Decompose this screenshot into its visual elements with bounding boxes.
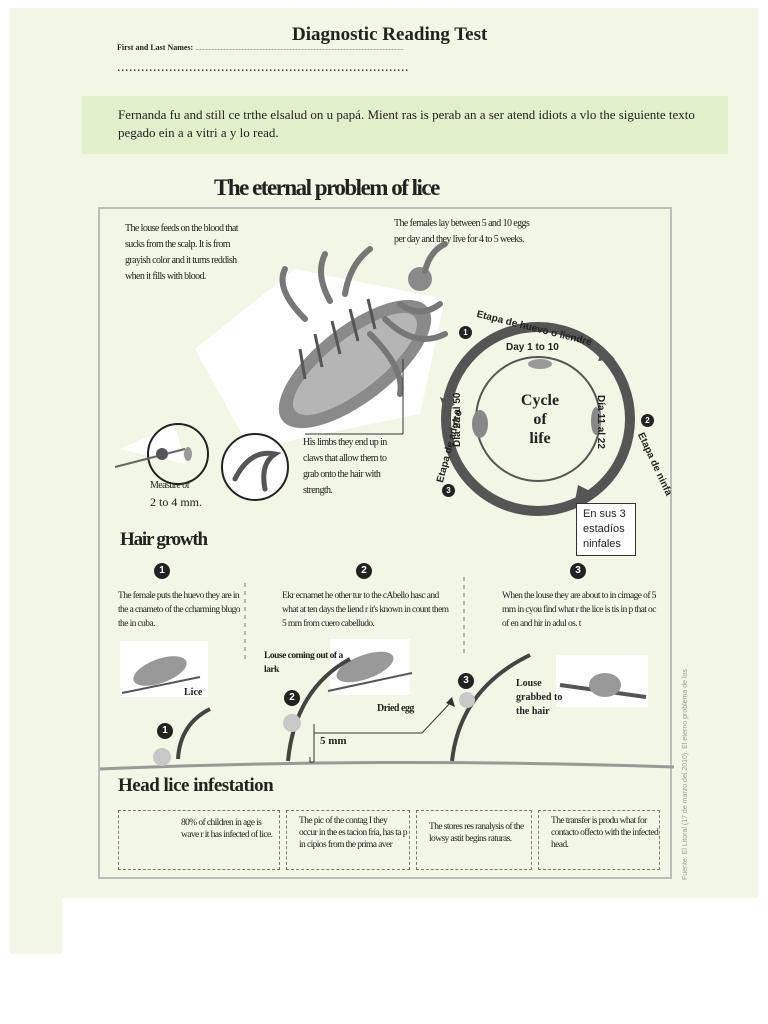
infographic-poster: The louse feeds on the blood that sucks … [98, 207, 674, 879]
fact3-text: The stores res ranalysis of the lowsy as… [429, 822, 524, 844]
infestation-fact-1: 80% of children in age is wave r it has … [118, 810, 280, 870]
fact4-text: The transfer is produ what for contacto … [551, 816, 659, 850]
intro-text: Fernanda fu and still ce trthe elsalud o… [118, 107, 695, 140]
fact1-text: 80% of children in age is wave r it has … [181, 818, 273, 840]
louse-grabbed-label: Louse grabbed to the hair [516, 678, 563, 717]
name-label: First and Last Names: [117, 43, 194, 52]
cycle-day-top: Day 1 to 10 [506, 342, 559, 353]
col3-number: 3 [570, 563, 586, 579]
measure-label: Measure of [150, 480, 190, 491]
limbs-text: His limbs they end up in claws that allo… [303, 437, 387, 496]
stage-marker-1: 1 [157, 723, 173, 739]
name-dotted-line[interactable]: ........................................… [117, 60, 409, 75]
name-field[interactable]: First and Last Names: ..................… [117, 43, 404, 52]
life-word: life [529, 430, 551, 447]
name-dots: ........................................… [195, 46, 404, 52]
pin-scale-icon [114, 423, 209, 485]
claw-icon [221, 433, 289, 501]
of-word: of [533, 411, 547, 428]
nymph-line-2: estadíos [583, 523, 625, 535]
poster-title: The eternal problem of lice [214, 175, 440, 200]
infestation-fact-4: The transfer is produ what for contacto … [538, 810, 660, 870]
stage-marker-2: 2 [284, 690, 300, 706]
cycle-center-label: Cycle of life [510, 391, 570, 448]
infestation-fact-3: The stores res ranalysis of the lowsy as… [416, 810, 532, 870]
life-cycle-diagram [440, 322, 635, 516]
page-margin [62, 898, 768, 1024]
measure-value: 2 to 4 mm. [150, 495, 203, 509]
col2-number: 2 [356, 563, 372, 579]
nymph-line-3: ninfales [583, 538, 621, 550]
louse-icon [195, 241, 448, 449]
cycle-day-right: Día 11 al 22 [595, 395, 606, 449]
hair-growth-heading: Hair growth [120, 529, 208, 550]
lice-label: Lice [184, 687, 203, 698]
nymph-stages-box: En sus 3 estadíos ninfales [576, 503, 636, 556]
source-credit: Fuente: El Litoral (17 de marzo del 2010… [682, 669, 689, 880]
col1-text: The female puts the huevo they are in th… [118, 591, 241, 629]
stage3-badge: 3 [442, 484, 455, 497]
louse-coming-out-label: Louse coming out of a lark [264, 651, 343, 675]
five-mm-label: 5 mm [320, 735, 347, 747]
infestation-heading: Head lice infestation [118, 775, 274, 796]
col2-text: Ekr ecnamet he other tur to the cAbello … [282, 591, 449, 629]
louse-feeds-text: The louse feeds on the blood that sucks … [125, 223, 239, 282]
stage2-badge: 2 [641, 414, 654, 427]
infestation-fact-2: The pic of the contag I they occur in th… [286, 810, 410, 870]
intro-band: Fernanda fu and still ce trthe elsalud o… [82, 96, 728, 154]
stage-marker-3: 3 [458, 673, 474, 689]
col1-number: 1 [154, 563, 170, 579]
nymph-line-1: En sus 3 [583, 508, 626, 520]
col3-text: When the louse they are about to in cima… [502, 591, 656, 629]
dried-egg-label: Dried egg [377, 703, 414, 714]
hair-growth-diagram [100, 577, 674, 771]
cycle-word: Cycle [520, 392, 560, 409]
stage1-badge: 1 [459, 326, 472, 339]
females-lay-text: The females lay between 5 and 10 eggs pe… [394, 218, 530, 245]
page-title: Diagnostic Reading Test [292, 24, 488, 45]
fact2-text: The pic of the contag I they occur in th… [299, 816, 407, 850]
